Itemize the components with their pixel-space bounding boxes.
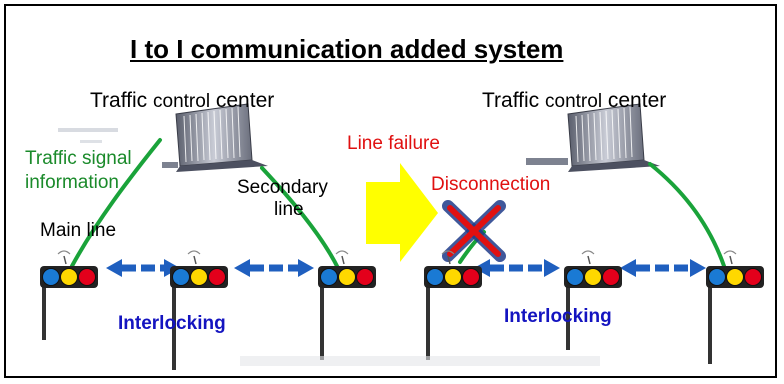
faded-text-smudge [58, 128, 118, 132]
secondary-line-label-line1: Secondary [237, 177, 328, 198]
interlock-arrows-right-1 [474, 259, 560, 277]
disconnection-label: Disconnection [431, 174, 551, 195]
signal-info-label-line1: Traffic signal [25, 148, 132, 169]
traffic-signal-icon [318, 250, 376, 360]
interlock-arrows-left-2 [234, 259, 314, 277]
building-icon-right [526, 103, 660, 172]
traffic-signal-icon [706, 250, 764, 364]
secondary-comm-line-right [648, 162, 726, 268]
traffic-signal-icon [170, 250, 228, 370]
interlock-arrows-left-1 [106, 259, 180, 277]
secondary-line-label-line2: line [274, 199, 304, 220]
interlock-arrows-right-2 [620, 259, 706, 277]
traffic-signal-icon [424, 250, 482, 360]
transition-arrow-icon [366, 163, 438, 262]
disconnection-x-icon [442, 200, 506, 262]
secondary-comm-line-left [260, 166, 340, 270]
building-icon-left [162, 103, 268, 172]
control-center-label-left: Traffic control center [90, 89, 275, 112]
traffic-signal-icon [40, 250, 98, 340]
control-center-label-right: Traffic control center [482, 89, 667, 112]
main-line-label: Main line [40, 220, 117, 241]
traffic-signal-icon [564, 250, 622, 350]
main-comm-line-left [70, 138, 162, 268]
line-failure-label: Line failure [347, 133, 440, 154]
interlocking-label-right: Interlocking [504, 306, 612, 327]
signal-info-label-line2: information [25, 172, 119, 193]
interlocking-label-left: Interlocking [118, 313, 226, 334]
page-title: I to I communication added system [130, 34, 564, 64]
faded-text-smudge [80, 140, 102, 143]
faded-text-smudge [240, 356, 600, 366]
